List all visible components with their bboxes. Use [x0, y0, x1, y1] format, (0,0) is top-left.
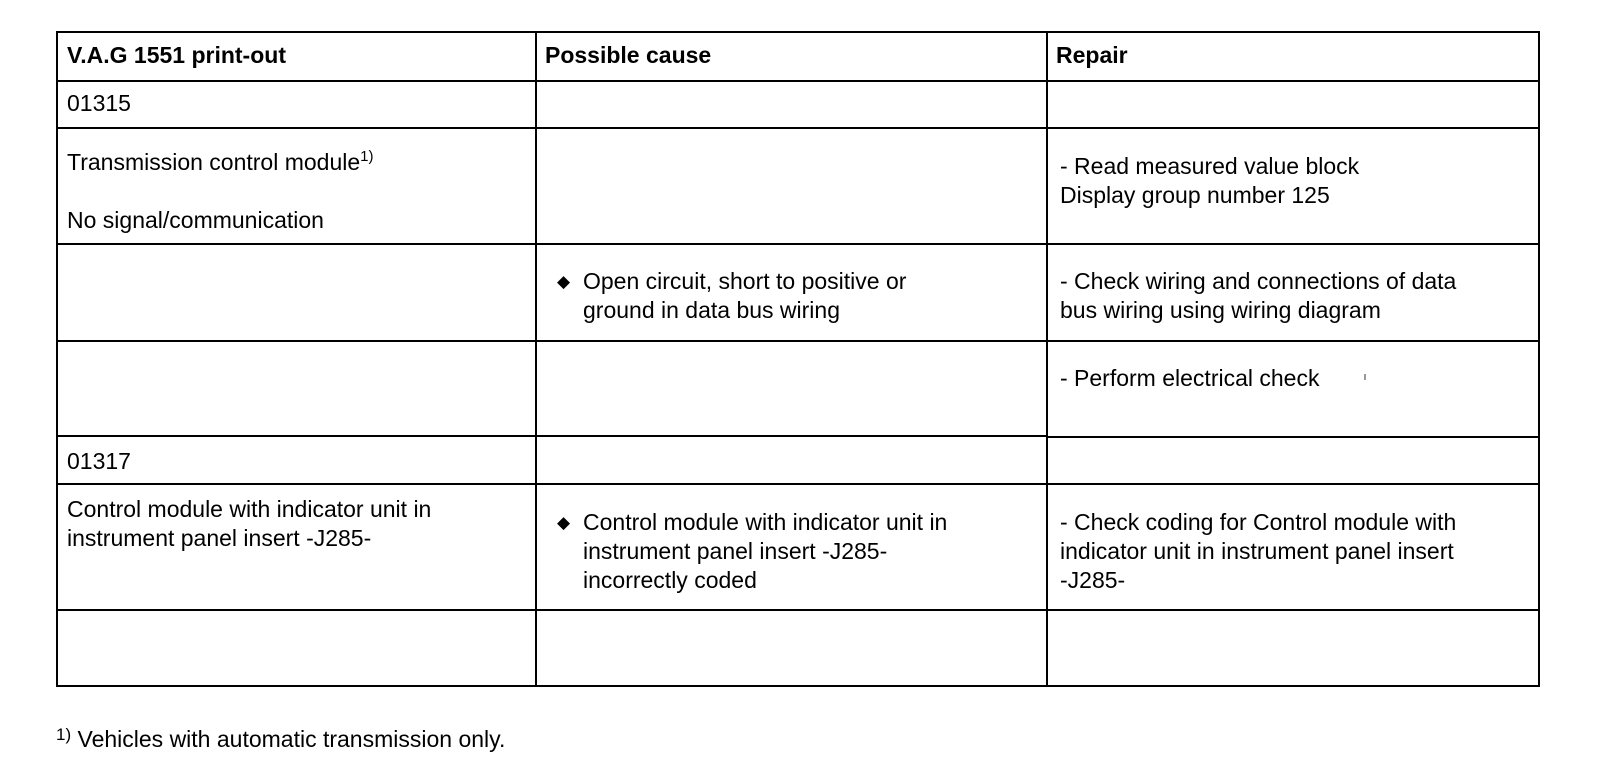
printout-text: Control module with indicator unit in in… — [67, 496, 432, 551]
row-divider — [58, 80, 1538, 82]
diamond-bullet-icon: ◆ — [557, 513, 571, 532]
repair-text: - Perform electrical check — [1060, 365, 1320, 391]
header-printout: V.A.G 1551 print-out — [67, 42, 286, 68]
footnote-ref: 1) — [360, 148, 374, 165]
header-cause: Possible cause — [545, 42, 712, 68]
footnote-mark: 1) — [56, 725, 72, 744]
column-divider — [535, 33, 537, 685]
diamond-bullet-icon: ◆ — [557, 272, 571, 291]
cause-text: Control module with indicator unit in in… — [583, 509, 948, 593]
header-repair: Repair — [1056, 42, 1128, 68]
column-divider — [1046, 33, 1048, 685]
fault-code: 01317 — [67, 448, 131, 474]
scan-artifact — [1364, 374, 1366, 380]
printout-main: Transmission control module — [67, 149, 361, 175]
row-divider — [58, 435, 1048, 437]
printout-subtext: No signal/communication — [67, 207, 324, 233]
row-divider — [58, 483, 1538, 485]
repair-text: - Read measured value block Display grou… — [1060, 153, 1360, 208]
footnote-text: Vehicles with automatic transmission onl… — [77, 726, 506, 752]
row-divider — [1046, 436, 1538, 438]
diagnostic-table: V.A.G 1551 print-out Possible cause Repa… — [56, 31, 1540, 687]
repair-text: - Check wiring and connections of data b… — [1060, 268, 1457, 323]
footnote: 1) Vehicles with automatic transmission … — [56, 725, 505, 754]
row-divider — [58, 243, 1538, 245]
fault-code: 01315 — [67, 90, 131, 116]
printout-text: Transmission control module1) — [67, 148, 374, 177]
repair-text: - Check coding for Control module with i… — [1060, 509, 1457, 593]
row-divider — [58, 609, 1538, 611]
row-divider — [58, 127, 1538, 129]
row-divider — [58, 340, 1538, 342]
cause-text: Open circuit, short to positive or groun… — [583, 268, 907, 323]
